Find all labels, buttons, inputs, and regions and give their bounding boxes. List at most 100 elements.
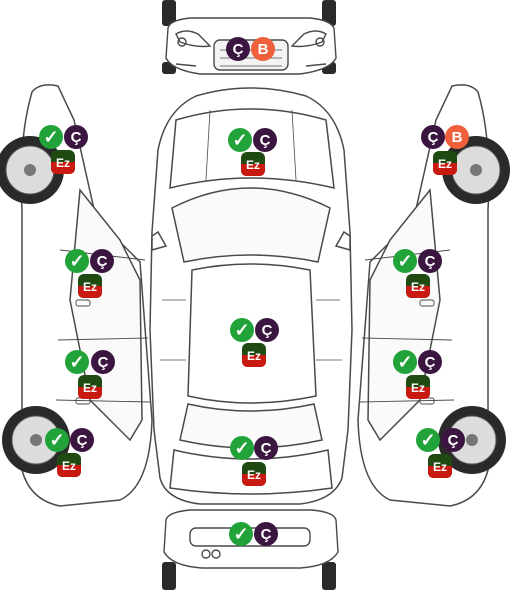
cam-badge-label: Ç [261,440,272,457]
check-badge[interactable]: ✓ [39,125,63,149]
right-mirror [334,230,351,251]
cam-badge[interactable]: Ç [418,249,442,273]
check-badge-circle [393,350,417,374]
check-badge-label: ✓ [69,352,84,372]
cam-badge-circle [418,249,442,273]
ezik-badge-label: Ez [56,156,70,170]
check-badge-label: ✓ [232,130,247,150]
left-mirror [151,230,168,251]
check-badge[interactable]: ✓ [393,249,417,273]
check-badge-label: ✓ [69,251,84,271]
boya-badge-label: B [452,129,463,146]
cam-badge[interactable]: Ç [254,522,278,546]
ezik-badge[interactable]: Ez [78,375,102,399]
cam-badge-circle [254,522,278,546]
check-badge[interactable]: ✓ [45,428,69,452]
boya-badge-circle [251,37,275,61]
front-grille [213,39,289,71]
panel-left-rear-door: ✓ ÇEz [65,350,115,399]
check-badge-circle [65,249,89,273]
ezik-badge-label: Ez [411,381,425,395]
panel-left-rear-fender: ✓ÇEz [45,428,94,477]
check-badge[interactable]: ✓ [65,249,89,273]
check-badge[interactable]: ✓ [228,128,252,152]
cam-badge-circle [64,125,88,149]
check-badge-circle [39,125,63,149]
panel-rear-bumper: ✓Ç [229,522,278,546]
boya-badge-circle [445,125,469,149]
panel-right-front-door: ✓ ÇEz [393,249,442,298]
ezik-badge-label: Ez [438,157,452,171]
ezik-badge[interactable]: Ez [57,453,81,477]
ezik-badge[interactable]: Ez [406,274,430,298]
ezik-badge[interactable]: Ez [242,343,266,367]
trunk-outline [169,449,333,495]
roof-outline [187,263,317,404]
check-badge-label: ✓ [397,352,412,372]
cam-badge[interactable]: Ç [253,128,277,152]
check-badge[interactable]: ✓ [230,318,254,342]
check-badge-circle [228,128,252,152]
cam-badge-circle [254,436,278,460]
rear-view [162,509,339,590]
cam-badge[interactable]: Ç [226,37,250,61]
ezik-badge[interactable]: Ez [241,152,265,176]
check-badge[interactable]: ✓ [229,522,253,546]
boya-badge[interactable]: B [445,125,469,149]
cam-badge-circle [418,350,442,374]
cam-badge-circle [90,249,114,273]
cam-badge-circle [253,128,277,152]
panel-left-front-door: ✓ ÇEz [65,249,114,298]
top-view [149,87,353,505]
panel-right-rear-fender: ✓Ç Ez [416,428,465,478]
cam-badge-circle [91,350,115,374]
cam-badge[interactable]: Ç [418,350,442,374]
check-badge-label: ✓ [397,251,412,271]
check-badge[interactable]: ✓ [393,350,417,374]
panel-roof: ✓ÇEz [230,318,279,367]
boya-badge[interactable]: B [251,37,275,61]
cam-badge[interactable]: Ç [90,249,114,273]
ezik-badge-bottom [78,286,102,298]
ezik-badge[interactable]: Ez [78,274,102,298]
ezik-badge[interactable]: Ez [433,151,457,175]
ezik-badge[interactable]: Ez [51,150,75,174]
ezik-badge-label: Ez [247,468,261,482]
ezik-badge-bottom [51,162,75,174]
cam-badge-label: Ç [425,354,436,371]
check-badge-circle [230,436,254,460]
panel-trunk: ✓ ÇEz [230,436,278,486]
windshield-outline [171,187,331,263]
ezik-badge[interactable]: Ez [242,462,266,486]
check-badge-circle [45,428,69,452]
front-view [162,0,337,75]
cam-badge[interactable]: Ç [421,125,445,149]
cam-badge-label: Ç [428,129,439,146]
rear-left-tire [162,562,176,590]
ezik-badge[interactable]: Ez [406,375,430,399]
panel-hood: ✓ Ç Ez [228,128,277,176]
cam-badge[interactable]: Ç [441,428,465,452]
cam-badge-label: Ç [260,132,271,149]
cam-badge-circle [226,37,250,61]
ezik-badge-bottom [57,465,81,477]
check-badge[interactable]: ✓ [230,436,254,460]
cam-badge-label: Ç [261,526,272,543]
check-badge-label: ✓ [234,438,249,458]
ezik-badge[interactable]: Ez [428,454,452,478]
cam-badge[interactable]: Ç [255,318,279,342]
check-badge[interactable]: ✓ [65,350,89,374]
cam-badge[interactable]: Ç [70,428,94,452]
ezik-badge-bottom [428,466,452,478]
cam-badge[interactable]: Ç [254,436,278,460]
cam-badge[interactable]: Ç [91,350,115,374]
ezik-badge-label: Ez [433,460,447,474]
ezik-badge-bottom [242,474,266,486]
cam-badge[interactable]: Ç [64,125,88,149]
ezik-badge-bottom [242,355,266,367]
check-badge[interactable]: ✓ [416,428,440,452]
check-badge-circle [229,522,253,546]
check-badge-circle [393,249,417,273]
